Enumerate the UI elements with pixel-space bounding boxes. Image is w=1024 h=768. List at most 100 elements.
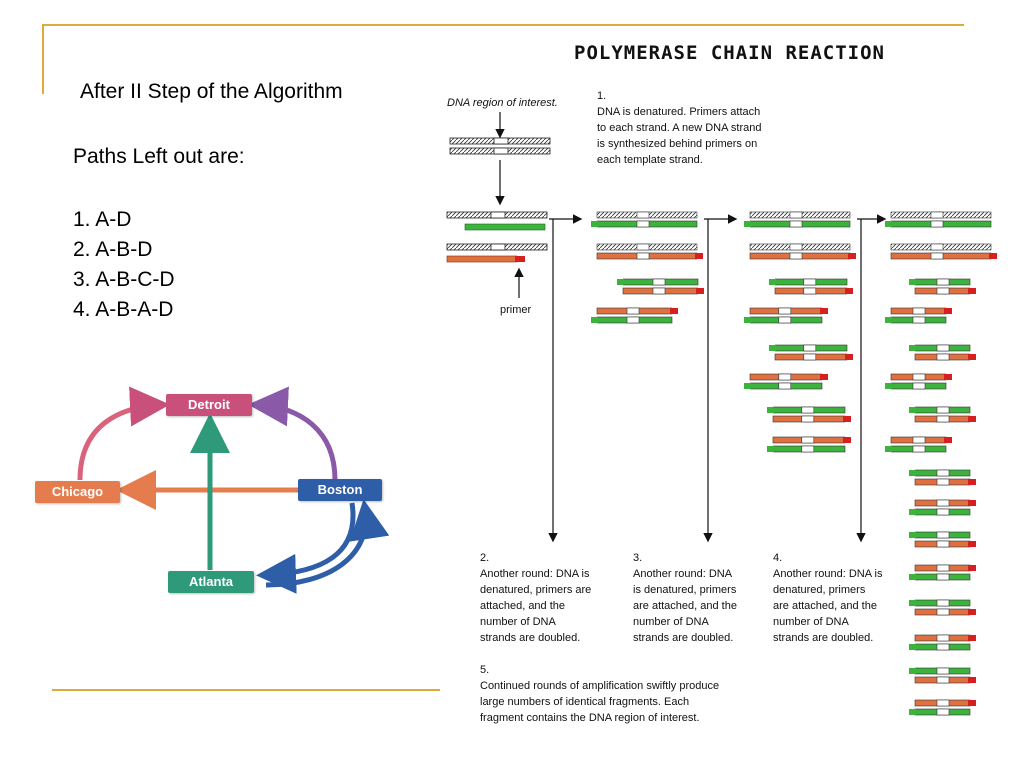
dna-strand <box>769 279 776 285</box>
dna-strand <box>912 445 926 453</box>
dna-strand <box>909 600 916 606</box>
dna-strand <box>912 373 926 381</box>
dna-strand <box>968 700 976 706</box>
dna-strand <box>778 382 792 390</box>
dna-strand <box>885 317 892 323</box>
dna-strand <box>968 635 976 641</box>
city-graph <box>77 386 390 594</box>
paths-heading: Paths Left out are: <box>73 145 245 168</box>
dna-strand <box>769 345 776 351</box>
dna-strand <box>909 532 916 538</box>
dna-strand <box>909 407 916 413</box>
dna-strand <box>636 211 650 219</box>
dna-strand <box>936 344 950 352</box>
dna-strand <box>803 353 817 361</box>
list-item: 2. A-B-D <box>73 238 153 261</box>
dna-strand <box>789 252 803 260</box>
dna-strand <box>617 279 624 285</box>
dna-strand <box>968 479 976 485</box>
dna-strand <box>652 287 666 295</box>
dna-strand <box>909 668 916 674</box>
dna-strand <box>820 374 828 380</box>
edge-atlanta-boston <box>265 499 390 588</box>
paths-list: 1. A-D 2. A-B-D 3. A-B-C-D 4. A-B-A-D <box>73 205 175 325</box>
dna-strand <box>989 253 997 259</box>
dna-strand <box>936 667 950 675</box>
dna-strand <box>801 415 815 423</box>
dna-strand <box>944 308 952 314</box>
dna-strand <box>968 541 976 547</box>
dna-strand <box>930 243 944 251</box>
dna-strand <box>744 317 751 323</box>
dna-strand <box>936 353 950 361</box>
dna-strand <box>778 316 792 324</box>
dna-strand <box>912 316 926 324</box>
dna-strand <box>845 354 853 360</box>
dna-strand <box>767 407 774 413</box>
list-item: 1. A-D <box>73 208 132 231</box>
dna-strand <box>968 416 976 422</box>
dna-strand <box>936 278 950 286</box>
dna-strand <box>909 470 916 476</box>
dna-strand <box>885 221 892 227</box>
dna-strand <box>843 416 851 422</box>
dna-strand <box>778 307 792 315</box>
dna-strand <box>936 676 950 684</box>
edge-boston-detroit <box>248 386 338 481</box>
dna-strand <box>636 252 650 260</box>
node-chicago: Chicago <box>35 481 120 503</box>
dna-region-label: DNA region of interest. <box>447 97 558 109</box>
dna-strand <box>944 437 952 443</box>
dna-strand <box>591 221 598 227</box>
dna-strand <box>803 278 817 286</box>
dna-strand <box>670 308 678 314</box>
dna-strand <box>843 437 851 443</box>
dna-strand <box>801 406 815 414</box>
dna-strand <box>968 609 976 615</box>
dna-strand <box>820 308 828 314</box>
dna-strand <box>789 243 803 251</box>
dna-strand <box>803 344 817 352</box>
dna-strand <box>936 608 950 616</box>
dna-strand <box>909 279 916 285</box>
dna-strand <box>778 373 792 381</box>
pcr-title: POLYMERASE CHAIN REACTION <box>574 42 885 64</box>
step-4-text: 4. Another round: DNA is denatured, prim… <box>773 552 883 644</box>
left-accent-line <box>42 24 44 94</box>
step-2-text: 2. Another round: DNA is denatured, prim… <box>480 552 592 644</box>
dna-strand <box>636 220 650 228</box>
dna-strand <box>801 445 815 453</box>
dna-strand <box>636 243 650 251</box>
dna-strand <box>944 374 952 380</box>
dna-strand <box>591 317 598 323</box>
dna-strand <box>909 709 916 715</box>
step-3-text: 3. Another round: DNA is denatured, prim… <box>633 552 737 644</box>
slide-title: After II Step of the Algorithm <box>80 80 343 103</box>
dna-strand <box>936 406 950 414</box>
dna-strand <box>936 531 950 539</box>
dna-strand <box>936 708 950 716</box>
dna-strand <box>936 469 950 477</box>
dna-strand <box>936 634 950 642</box>
pcr-strands <box>591 211 997 716</box>
node-atlanta: Atlanta <box>168 571 254 593</box>
bottom-accent-line <box>52 689 440 691</box>
dna-strand <box>789 211 803 219</box>
dna-strand <box>803 287 817 295</box>
dna-strand <box>936 599 950 607</box>
dna-strand <box>848 253 856 259</box>
list-item: 4. A-B-A-D <box>73 298 174 321</box>
dna-strand <box>909 345 916 351</box>
dna-strand <box>968 565 976 571</box>
dna-strand <box>652 278 666 286</box>
dna-strand <box>789 220 803 228</box>
list-item: 3. A-B-C-D <box>73 268 175 291</box>
dna-strand <box>912 436 926 444</box>
dna-strand <box>936 540 950 548</box>
dna-strand <box>744 383 751 389</box>
dna-strand <box>930 252 944 260</box>
dna-strand <box>626 316 640 324</box>
dna-strand <box>845 288 853 294</box>
step-1-text: 1. DNA is denatured. Primers attach to e… <box>597 90 762 166</box>
